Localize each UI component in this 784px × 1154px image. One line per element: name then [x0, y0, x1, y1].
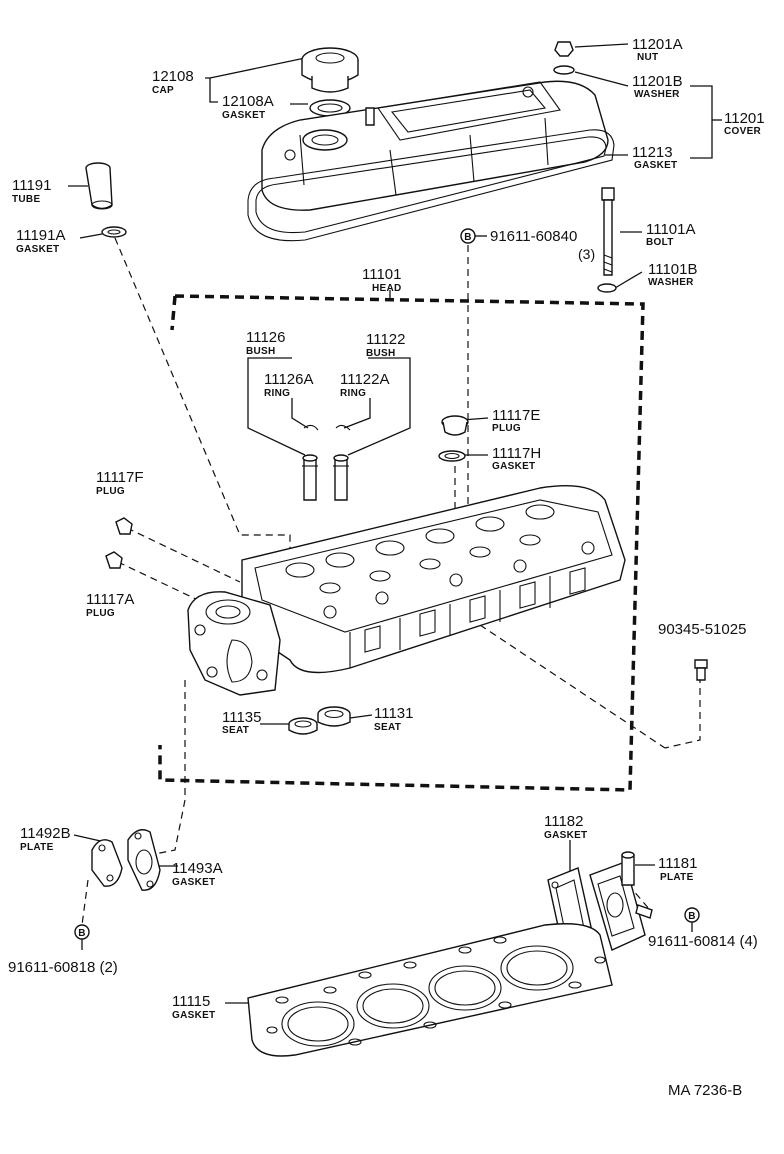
cover-washer	[553, 65, 575, 75]
oil-filler-cap	[301, 47, 359, 93]
tube-gasket	[101, 226, 127, 238]
head-bolt	[601, 187, 615, 276]
label-11126a-name: RING	[264, 388, 290, 399]
label-11101a-num: 11101A	[646, 221, 696, 238]
label-11213-name: GASKET	[634, 160, 677, 171]
label-11201a-name: NUT	[637, 52, 658, 63]
bolt-mark-60814: B	[684, 907, 700, 923]
label-11201-num: 11201	[724, 110, 765, 127]
valve-guide-bush-intake	[302, 454, 318, 501]
label-12108-name: CAP	[152, 85, 174, 96]
label-11191-name: TUBE	[12, 194, 40, 205]
label-11126a-num: 11126A	[264, 371, 314, 388]
head-plug-e	[441, 415, 469, 436]
label-11135-num: 11135	[222, 709, 262, 726]
label-11201a-num: 11201A	[632, 36, 683, 53]
cover-gasket	[247, 129, 615, 242]
valve-seat-11135	[288, 717, 318, 735]
label-11101a-name: BOLT	[646, 237, 674, 248]
label-12108a-name: GASKET	[222, 110, 265, 121]
label-11101-name: HEAD	[372, 283, 402, 294]
svg-text:B: B	[464, 232, 472, 243]
label-11101b-name: WASHER	[648, 277, 694, 288]
label-11213-num: 11213	[632, 144, 673, 161]
bush-snap-rings	[303, 424, 351, 431]
label-11191-num: 11191	[12, 177, 52, 194]
cylinder-head	[187, 485, 626, 696]
label-11182-name: GASKET	[544, 830, 587, 841]
label-11201-name: COVER	[724, 126, 762, 137]
label-11201b-num: 11201B	[632, 73, 683, 90]
cover-nut	[554, 41, 574, 57]
plate-gasket-11493a	[127, 829, 161, 891]
label-11131-num: 11131	[374, 705, 414, 722]
label-11492b-name: PLATE	[20, 842, 54, 853]
label-11117e-num: 11117E	[492, 407, 540, 424]
label-11493a-num: 11493A	[172, 860, 223, 877]
head-plug-f	[115, 517, 133, 535]
breather-tube	[85, 162, 113, 210]
label-11126-num: 11126	[246, 329, 286, 346]
label-11101b-num: 11101B	[648, 261, 698, 278]
label-11117a-num: 11117A	[86, 591, 134, 608]
label-12108a-num: 12108A	[222, 93, 274, 110]
svg-text:B: B	[78, 928, 86, 939]
head-plug-a	[105, 551, 123, 569]
svg-text:B: B	[688, 911, 696, 922]
label-91611-60818-num: 91611-60818 (2)	[8, 959, 118, 976]
plug-gasket-h	[438, 450, 466, 462]
label-11115-name: GASKET	[172, 1010, 215, 1021]
bolt-washer	[597, 283, 617, 293]
cylinder-head-gasket	[247, 923, 613, 1057]
label-11122a-num: 11122A	[340, 371, 390, 388]
stud-bolt	[694, 659, 708, 681]
label-11191a-num: 11191A	[16, 227, 66, 244]
label-11135-name: SEAT	[222, 725, 249, 736]
label-11117a-name: PLUG	[86, 608, 115, 619]
label-11117h-num: 11117H	[492, 445, 541, 462]
bolt-mark-60840: B	[460, 228, 476, 244]
label-91611-60814-num: 91611-60814 (4)	[648, 933, 758, 950]
label-90345-51025-num: 90345-51025	[658, 621, 746, 638]
label-11115-num: 11115	[172, 993, 210, 1010]
label-11122a-name: RING	[340, 388, 366, 399]
label-11122-name: BUSH	[366, 348, 396, 359]
label-11181-name: PLATE	[660, 872, 694, 883]
label-11493a-name: GASKET	[172, 877, 215, 888]
bolt-mark-60818: B	[74, 924, 90, 940]
label-11126-name: BUSH	[246, 346, 276, 357]
label-11117h-name: GASKET	[492, 461, 535, 472]
label-91611-60840-qty: (3)	[578, 246, 595, 262]
valve-seat-11131	[317, 706, 351, 727]
label-11182-num: 11182	[544, 813, 584, 830]
label-11122-num: 11122	[366, 331, 406, 348]
cover-plate-11492b	[91, 839, 123, 887]
figure-reference: MA 7236-B	[668, 1082, 742, 1099]
leader-lines	[68, 43, 722, 1004]
label-11131-name: SEAT	[374, 722, 401, 733]
label-11191a-name: GASKET	[16, 244, 59, 255]
label-11492b-num: 11492B	[20, 825, 71, 842]
labels: 12108 CAP 12108A GASKET 11201A NUT 11201…	[8, 36, 765, 1099]
rear-water-plate	[589, 851, 653, 951]
head-assembly-boundary	[158, 294, 645, 792]
label-11101-num: 11101	[362, 266, 402, 283]
cylinder-head-cover	[261, 80, 609, 211]
label-11117f-num: 11117F	[96, 469, 144, 486]
label-12108-num: 12108	[152, 68, 194, 85]
label-91611-60840-num: 91611-60840	[490, 228, 577, 245]
valve-guide-bush-exhaust	[333, 454, 349, 501]
label-11117e-name: PLUG	[492, 423, 521, 434]
label-11181-num: 11181	[658, 855, 698, 872]
label-11201b-name: WASHER	[634, 89, 680, 100]
label-11117f-name: PLUG	[96, 486, 125, 497]
